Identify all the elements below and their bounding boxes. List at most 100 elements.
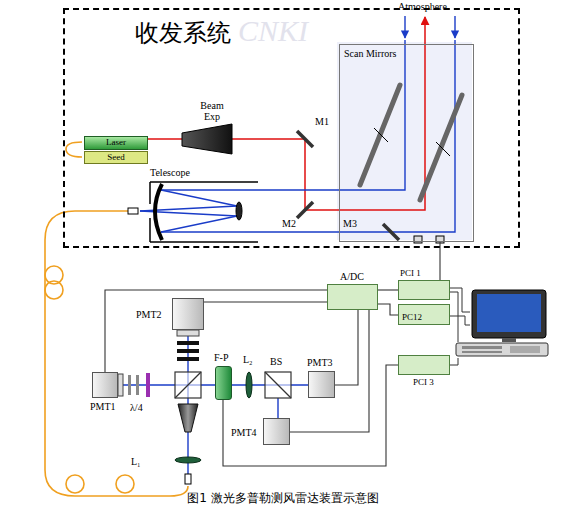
signal-wire (378, 304, 398, 315)
beam-label: Atmosphere (398, 1, 447, 12)
return-beam (161, 231, 245, 232)
folding-mirror (297, 131, 313, 147)
signal-wire (335, 310, 358, 385)
part-label: Laser (106, 138, 126, 148)
pmt-window (177, 330, 199, 336)
data-cable (450, 316, 470, 325)
return-beam (140, 16, 455, 232)
computer (472, 290, 546, 338)
optical-fiber (116, 475, 134, 493)
photomultiplier: PMT1 (92, 372, 118, 398)
part-label: PC12 (402, 313, 422, 323)
beam-splitter-cube (175, 372, 201, 398)
part-label: PMT4 (231, 427, 257, 438)
scan-mirror-axis (436, 142, 450, 156)
folding-mirror (383, 224, 399, 240)
mirror-label: M2 (282, 218, 296, 229)
signal-wire (204, 301, 327, 302)
part-label: A/DC (340, 271, 364, 282)
computer (510, 346, 540, 353)
optic-label: L₂ (243, 354, 253, 365)
computer (456, 290, 548, 356)
scan-mirror-plate (420, 95, 462, 200)
laser-box: Laser (84, 136, 148, 150)
beam-splitter-cube (265, 372, 291, 398)
return-beam (245, 40, 455, 232)
return-beam (454, 16, 455, 38)
part-label: PMT2 (136, 309, 162, 320)
beam-splitter-cube (265, 372, 291, 398)
signal-wire (105, 290, 327, 372)
optical-fiber (45, 211, 188, 496)
fabry-perot-etalon: F-P (215, 366, 232, 400)
photomultiplier: PMT3 (308, 371, 335, 398)
computer (477, 294, 541, 332)
region-title: 收发系统 (135, 20, 231, 46)
optical-fiber (66, 142, 82, 157)
signal-wire (290, 310, 369, 432)
telescope (236, 202, 242, 220)
optical-fiber (45, 142, 188, 496)
return-beam (245, 40, 405, 190)
part-label: PMT1 (90, 401, 116, 412)
adc-card: A/DC (327, 284, 378, 310)
optical-fiber (66, 475, 84, 493)
computer (456, 343, 548, 356)
pci-card: PCI 1 (398, 280, 450, 300)
data-cable (450, 292, 458, 342)
laser-beam (146, 138, 182, 140)
scan-mirror-box: Scan Mirrors (339, 44, 474, 242)
beam-expander (182, 124, 232, 154)
computer (462, 351, 502, 353)
optic-label: λ/4 (130, 402, 143, 413)
collimator-cone (178, 404, 198, 432)
computer (462, 346, 502, 349)
part-name: Beam Exp (194, 100, 230, 122)
seed-box: Seed (84, 151, 148, 164)
watermark: CNKI (238, 14, 308, 47)
lens (175, 457, 201, 463)
filter (177, 349, 199, 353)
return-beam (404, 16, 405, 38)
signal-wire (378, 289, 398, 290)
lens (246, 372, 252, 398)
signal-wire (223, 365, 398, 466)
photomultiplier: PMT2 (172, 298, 204, 330)
telescope (149, 218, 151, 242)
part-label: PCI 1 (400, 269, 421, 279)
optical-fiber (45, 281, 63, 299)
filter (177, 357, 199, 361)
beam-splitter-cube (175, 372, 291, 398)
data-cable (450, 358, 458, 365)
mirror-label: M3 (343, 218, 357, 229)
filter (177, 341, 199, 345)
optic-label: BS (270, 356, 282, 367)
part-label: Scan Mirrors (344, 48, 397, 59)
optic-label: L₁ (131, 456, 141, 467)
part-name: Telescope (150, 167, 190, 178)
receiver-beam (277, 398, 278, 418)
telescope (149, 182, 151, 204)
part-label: F-P (214, 352, 228, 363)
lens (175, 372, 252, 463)
scan-mirror-plate (360, 85, 462, 200)
telescope (155, 184, 162, 240)
folding-mirror (297, 202, 313, 218)
beam-expander (182, 124, 232, 154)
collimator-cone (178, 404, 198, 432)
telescope (150, 241, 258, 243)
pmt-window (118, 374, 123, 396)
folding-mirror (297, 131, 399, 240)
computer (502, 338, 516, 342)
fiber-connector (185, 474, 191, 484)
mirror-label: M1 (315, 116, 329, 127)
filter (136, 375, 139, 395)
quarter-wave-plate (146, 373, 150, 397)
photomultiplier: PMT4 (263, 418, 290, 445)
part-label: Seed (107, 153, 125, 163)
beam-splitter-cube (175, 372, 201, 398)
part-label: PCI 3 (413, 378, 434, 388)
quarter-wave-plate (146, 373, 150, 397)
